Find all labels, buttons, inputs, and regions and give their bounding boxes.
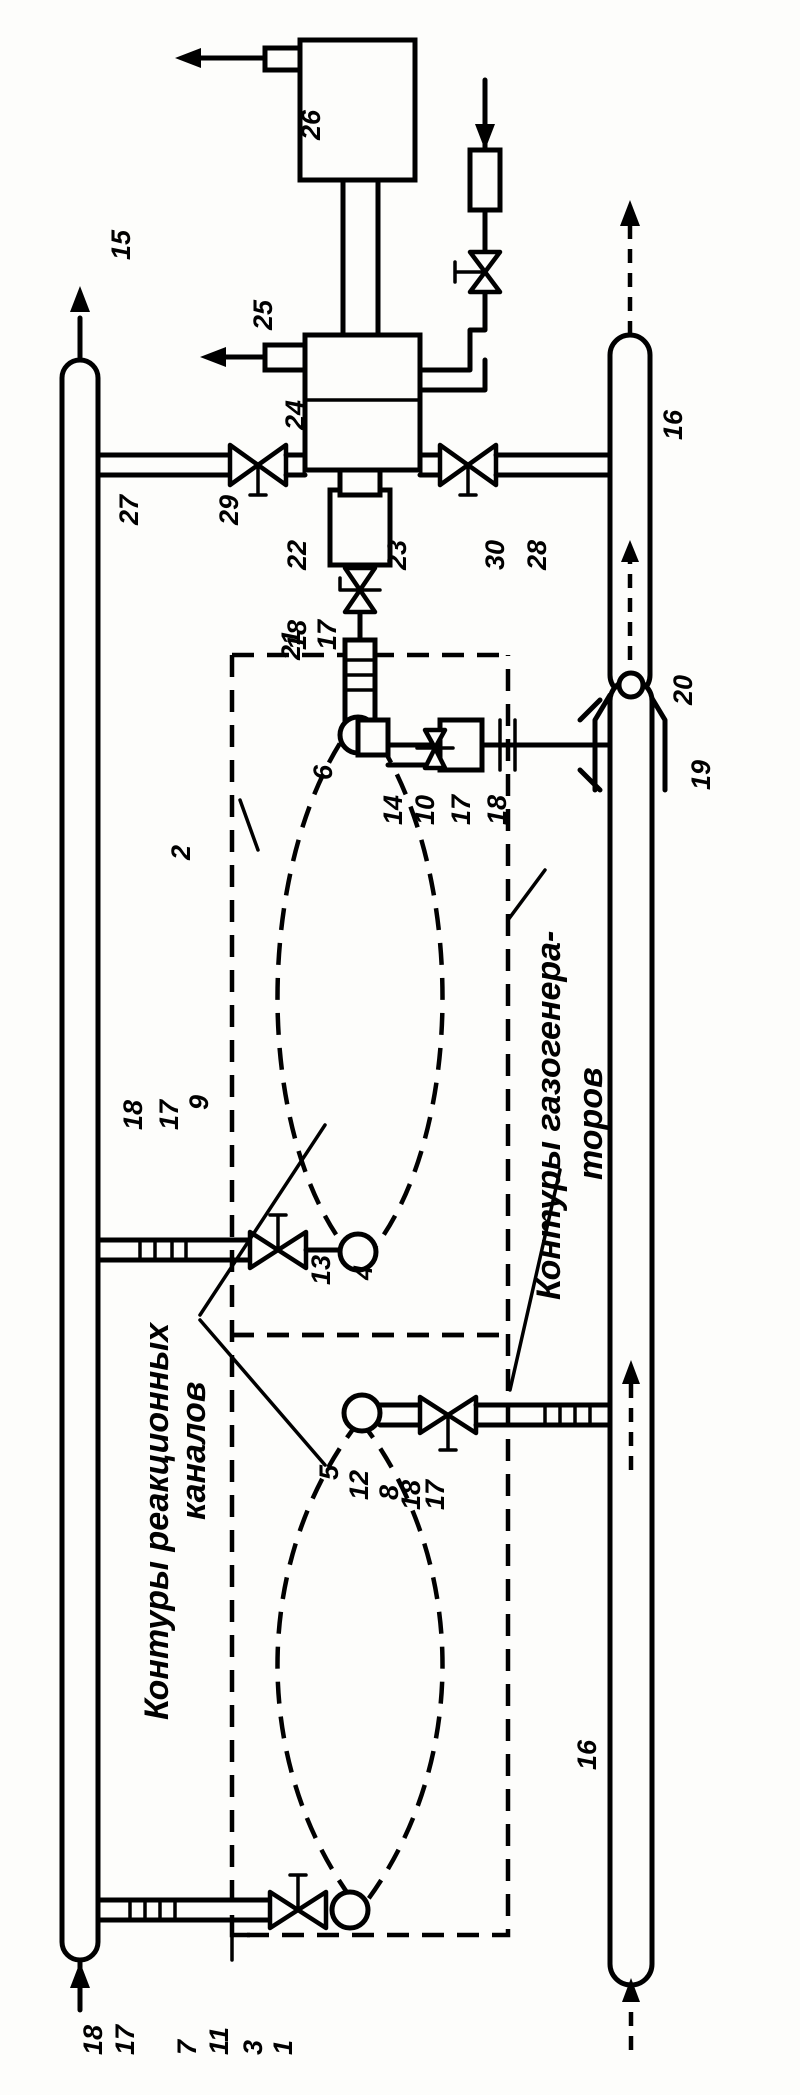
- label-17-b: 17: [154, 1098, 184, 1130]
- pipe-10-body: [440, 720, 482, 770]
- label-3: 3: [238, 2040, 268, 2055]
- nozzle-20: [619, 673, 643, 697]
- label-17-d: 17: [312, 618, 342, 650]
- valve-13-icon-b: [278, 1232, 306, 1268]
- caption-gasgen-line1: Контуры газогенера-: [530, 931, 568, 1300]
- supply-valve-icon: [470, 252, 500, 272]
- header-pipe-16-upper: [610, 335, 650, 695]
- leader-2: [240, 800, 258, 850]
- label-21: 21: [276, 630, 306, 661]
- valve-13-icon: [250, 1232, 278, 1268]
- label-27: 27: [114, 493, 144, 526]
- arrow-left-icon: [175, 48, 201, 68]
- label-18-a: 18: [78, 2025, 108, 2055]
- channel-21: [345, 640, 375, 720]
- valve-22-icon-b: [345, 568, 375, 590]
- label-16-lower: 16: [572, 1739, 602, 1770]
- label-26: 26: [296, 109, 326, 141]
- valve-12-icon-b: [448, 1397, 476, 1433]
- gasgen-contour-1: [232, 655, 508, 1935]
- label-5: 5: [314, 1464, 344, 1480]
- pipe-8-start: [380, 1405, 420, 1425]
- pipe-9: [98, 1240, 250, 1260]
- label-25: 25: [248, 299, 278, 331]
- arrow-up-icon: [620, 200, 640, 226]
- outlet-26: [265, 48, 300, 70]
- leader-reaction-2: [200, 1320, 325, 1465]
- node-5: [344, 1395, 380, 1431]
- supply-valve-icon-b: [470, 272, 500, 292]
- arrow-left-icon: [200, 347, 226, 367]
- arrow-up-icon: [70, 286, 90, 312]
- caption-reaction-line2: каналов: [175, 1382, 213, 1520]
- column-to-26: [343, 180, 378, 335]
- label-29: 29: [214, 495, 244, 526]
- pipe-7: [98, 1900, 270, 1920]
- label-17-a: 17: [110, 2023, 140, 2055]
- label-13: 13: [306, 1255, 336, 1285]
- label-6: 6: [308, 764, 338, 780]
- label-18-e: 18: [482, 795, 512, 825]
- apparatus-24: [305, 335, 420, 470]
- outlet-25: [265, 345, 305, 370]
- arrow-up-icon: [70, 1962, 90, 1988]
- valve-12-icon: [420, 1397, 448, 1433]
- flange-8: [545, 1405, 590, 1425]
- label-30: 30: [480, 540, 510, 570]
- header-pipe-15: [62, 360, 98, 1960]
- label-4: 4: [348, 1265, 378, 1281]
- label-19: 19: [686, 760, 716, 790]
- node-3: [332, 1892, 368, 1928]
- label-17-e: 17: [446, 793, 476, 825]
- valve-11-icon: [270, 1892, 298, 1928]
- label-15: 15: [106, 229, 136, 260]
- node-4: [340, 1234, 376, 1270]
- label-12: 12: [344, 1470, 374, 1500]
- connector-23-flange: [340, 470, 380, 495]
- caption-gasgen-line2: торов: [572, 1067, 610, 1180]
- label-18-b: 18: [118, 1100, 148, 1130]
- line-27-end: [286, 455, 305, 475]
- leader-reaction-1: [200, 1125, 325, 1315]
- flange-9: [140, 1240, 186, 1260]
- pipe-6-stub: [358, 720, 388, 755]
- valve-22-icon: [345, 590, 375, 612]
- line-28-start: [420, 455, 440, 475]
- label-18-c: 18: [396, 1480, 426, 1510]
- line-27: [98, 455, 230, 475]
- lens-left-upper: [278, 715, 361, 1265]
- label-16-upper: 16: [658, 409, 688, 440]
- valve-29-icon-b: [258, 445, 286, 485]
- leader-gasgen-2: [508, 870, 545, 920]
- arrow-down-icon: [475, 124, 495, 150]
- label-9: 9: [184, 1095, 214, 1110]
- label-10: 10: [410, 795, 440, 825]
- label-23: 23: [382, 540, 412, 571]
- valve-30-icon-b: [468, 445, 496, 485]
- label-28: 28: [522, 540, 552, 571]
- label-14: 14: [378, 795, 408, 825]
- supply-pipe: [470, 150, 500, 210]
- label-20: 20: [668, 675, 698, 706]
- label-1: 1: [268, 2040, 298, 2055]
- valve-30-icon: [440, 445, 468, 485]
- valve-29-icon: [230, 445, 258, 485]
- connector-23: [330, 490, 390, 565]
- valve-11-icon-b: [298, 1892, 326, 1928]
- label-11: 11: [204, 2027, 234, 2055]
- label-22: 22: [282, 540, 312, 571]
- label-24: 24: [280, 400, 310, 431]
- label-7: 7: [172, 2038, 202, 2055]
- flange-7: [130, 1900, 175, 1920]
- line-28: [496, 455, 610, 475]
- header-pipe-16-lower: [610, 680, 652, 1985]
- caption-reaction-line1: Контуры реакционных: [138, 1321, 176, 1720]
- label-2: 2: [166, 845, 196, 861]
